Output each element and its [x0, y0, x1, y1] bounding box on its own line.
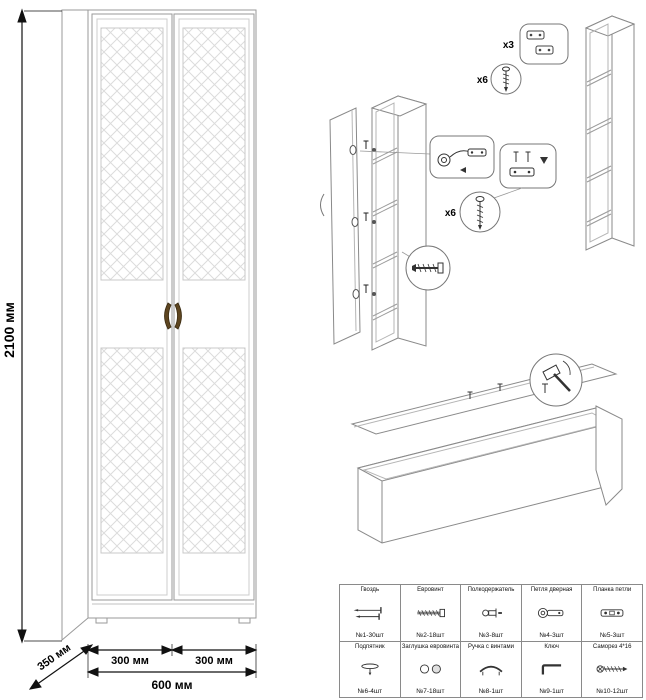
confirmat-screw-icon: [410, 594, 450, 632]
part-name: Планка петли: [593, 587, 632, 593]
part-cell-screw: Саморез 4*16 №10-12шт: [582, 641, 642, 697]
door-hinge-icon: [532, 594, 572, 632]
part-name: Заглушка евровинта: [401, 643, 459, 650]
hex-key-icon: [532, 650, 572, 688]
part-name: Ключ: [544, 643, 559, 650]
hinge-plate-icon: [592, 594, 632, 632]
top-screw-count-label: x6: [477, 75, 489, 86]
part-count: №2-18шт: [416, 631, 445, 639]
hammer-callout: [529, 353, 583, 407]
part-count: №5-3шт: [599, 631, 625, 639]
hinge-detail-callout: [429, 135, 495, 179]
shelf-pin-icon: [471, 594, 511, 632]
door-handles: [164, 302, 182, 330]
door-right-dimension-label: 300 мм: [195, 655, 233, 667]
part-count: №6-4шт: [357, 688, 383, 695]
part-cell-key: Ключ №9-1шт: [521, 641, 582, 697]
part-count: №1-30шт: [355, 631, 384, 639]
door-left-dimension-label: 300 мм: [111, 655, 149, 667]
part-name: Гвоздь: [360, 587, 380, 593]
top-screw-callout: [490, 63, 522, 95]
handle-icon: [471, 650, 511, 688]
part-name: Евровинт: [417, 587, 444, 593]
door-screws: [363, 140, 369, 293]
hinge-plate-mount-callout: [499, 143, 557, 189]
depth-dimension-label: 350 мм: [35, 642, 73, 673]
bottom-box-assembly: [356, 405, 623, 544]
carcass-column-right: [584, 15, 636, 251]
confirmat-screw-callout: [401, 245, 451, 291]
part-count: №7-18шт: [416, 688, 445, 695]
carcass-column-middle: [370, 95, 428, 351]
mid-screw-count-label: x6: [445, 208, 457, 219]
dimension-height-arrow: [17, 8, 62, 644]
part-name: Подпятник: [355, 643, 385, 650]
screw-cap-icon: [410, 650, 450, 688]
dimension-depth-arrow: [28, 644, 94, 690]
part-cell-hinge-plate: Планка петли №5-3шт: [582, 585, 642, 641]
dimension-width-arrows: [86, 644, 258, 678]
part-name: Полкодержатель: [467, 587, 515, 593]
hinge-plate-count-label: x3: [503, 40, 515, 51]
mid-screw-callout: [459, 187, 523, 233]
hinge-callout-leader: [359, 150, 431, 155]
self-tapping-screw-icon: [592, 650, 632, 688]
hardware-parts-table: Гвоздь №1-30шт Евровинт №2-18ш: [339, 584, 643, 698]
part-count: №3-8шт: [478, 631, 504, 639]
part-count: №9-1шт: [539, 688, 564, 695]
part-cell-confirmat: Евровинт №2-18шт: [400, 585, 461, 641]
foot-pad-icon: [350, 650, 390, 688]
part-name: Ручка с винтами: [468, 643, 514, 650]
part-count: №4-3шт: [539, 631, 564, 639]
hinge-plate-callout: [519, 23, 569, 65]
part-cell-hinge: Петля дверная №4-3шт: [521, 585, 582, 641]
part-name: Петля дверная: [530, 587, 573, 593]
part-cell-nail: Гвоздь №1-30шт: [340, 585, 400, 641]
part-name: Саморез 4*16: [592, 643, 632, 650]
part-cell-handle: Ручка с винтами №8-1шт: [461, 641, 521, 697]
part-count: №8-1шт: [478, 688, 504, 695]
part-cell-foot-pad: Подпятник №6-4шт: [340, 641, 400, 697]
part-count: №10-12шт: [596, 688, 629, 695]
nail-icon: [350, 594, 390, 632]
part-cell-screw-cap: Заглушка евровинта №7-18шт: [400, 641, 461, 697]
height-dimension-label: 2100 мм: [1, 302, 17, 358]
door-panel-exploded: [320, 107, 361, 345]
part-cell-shelf-pin: Полкодержатель №3-8шт: [461, 585, 521, 641]
wardrobe-front-view: [61, 9, 257, 642]
width-dimension-label: 600 мм: [151, 678, 192, 692]
